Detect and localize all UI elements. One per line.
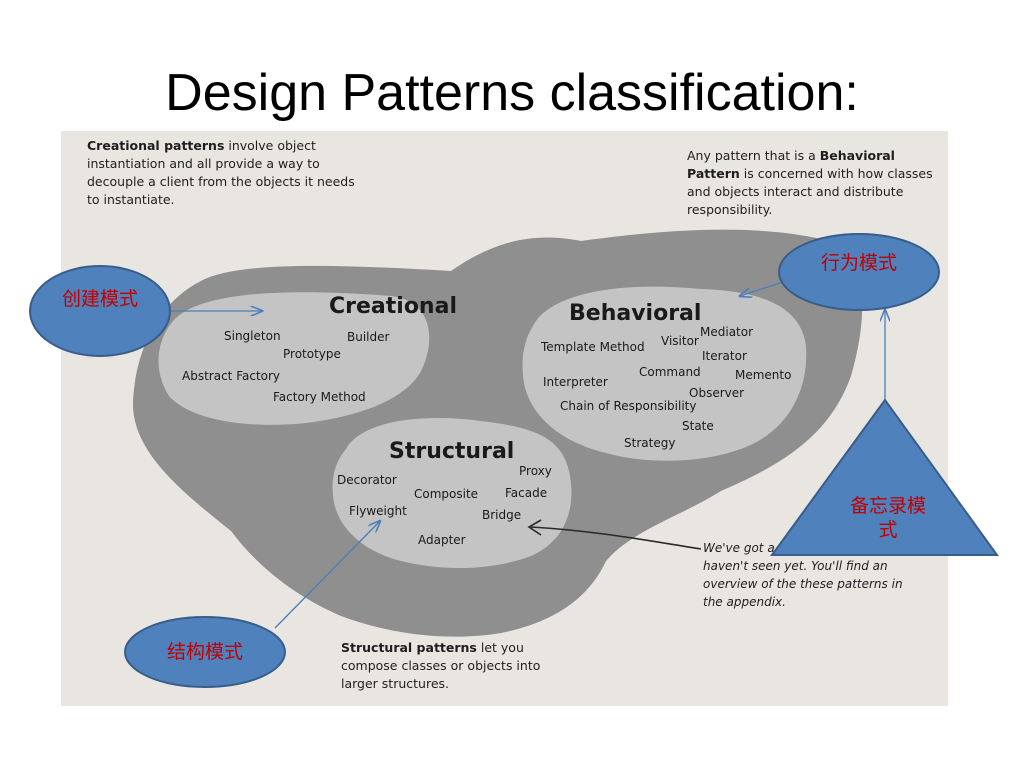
structural-pattern-label: Decorator — [337, 473, 397, 487]
behavioral-pattern-label: Visitor — [661, 334, 699, 348]
behavioral-pattern-label: State — [682, 419, 714, 433]
structural-note: Structural patterns let you compose clas… — [341, 640, 541, 691]
structural-pattern-label: Flyweight — [349, 504, 407, 518]
grey-patterns-note: We've got a few (in grey) that you haven… — [703, 541, 909, 609]
structural-callout-label: 结构模式 — [166, 641, 243, 663]
behavioral-pattern-label: Observer — [689, 386, 744, 400]
creational-region — [158, 292, 430, 425]
behavioral-pattern-label: Memento — [735, 368, 791, 382]
structural-pattern-label: Adapter — [418, 533, 466, 547]
grey-note-arrowhead — [527, 519, 542, 536]
creational-pattern-label: Prototype — [283, 347, 341, 361]
behavioral-pattern-label: Chain of Responsibility — [560, 399, 696, 413]
behavioral-pattern-label: Template Method — [540, 340, 645, 354]
creational-callout-label: 创建模式 — [61, 288, 138, 310]
behavioral-callout-label: 行为模式 — [820, 252, 897, 274]
creational-pattern-label: Factory Method — [273, 390, 366, 404]
behavioral-pattern-label: Command — [639, 365, 701, 379]
behavioral-heading: Behavioral — [569, 301, 701, 326]
structural-pattern-label: Proxy — [519, 464, 552, 478]
creational-heading: Creational — [329, 294, 457, 319]
behavioral-region — [522, 286, 807, 461]
memento-callout-label: 备忘录模式 — [850, 495, 927, 541]
grey-note-arrow — [530, 526, 702, 550]
creational-pattern-label: Builder — [347, 330, 390, 344]
structural-pattern-label: Facade — [505, 486, 547, 500]
creational-pattern-label: Abstract Factory — [182, 369, 280, 383]
behavioral-pattern-label: Strategy — [624, 436, 675, 450]
behavioral-pattern-label: Iterator — [702, 349, 747, 363]
creational-pattern-label: Singleton — [224, 329, 281, 343]
behavioral-note: Any pattern that is a Behavioral Pattern… — [687, 148, 933, 217]
behavioral-pattern-label: Interpreter — [543, 375, 608, 389]
structural-pattern-label: Bridge — [482, 508, 521, 522]
structural-heading: Structural — [389, 439, 514, 464]
slide-title: Design Patterns classification: — [165, 64, 859, 122]
behavioral-pattern-label: Mediator — [700, 325, 753, 339]
structural-region — [332, 418, 572, 568]
structural-pattern-label: Composite — [414, 487, 478, 501]
creational-note: Creational patterns involve object insta… — [87, 138, 355, 207]
